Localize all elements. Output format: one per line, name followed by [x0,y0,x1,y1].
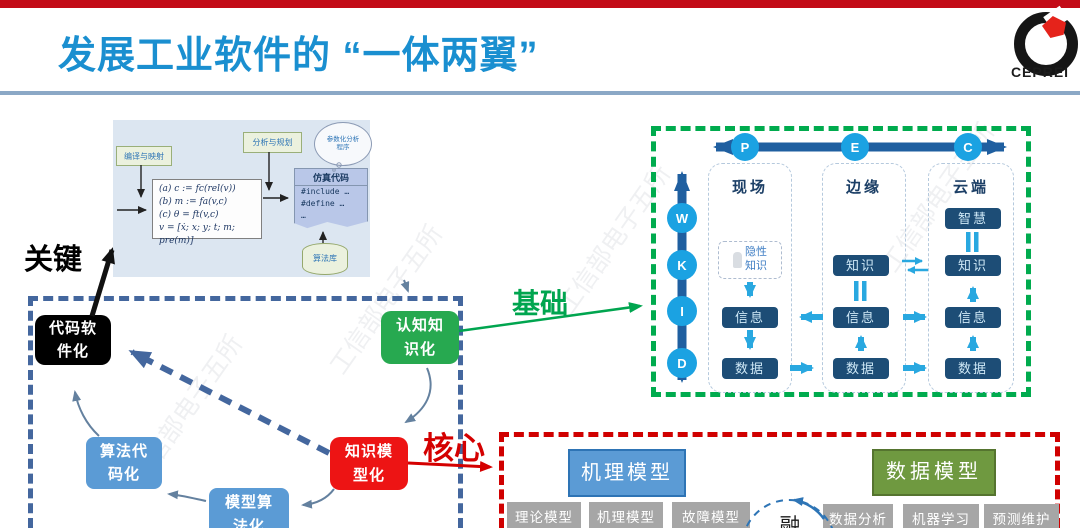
column-title: 边缘 [845,179,882,196]
node-knowledge-modelization: 知识模 型化 [330,437,408,490]
onsite-data-box: 数据 [722,358,778,379]
cepre-logo-cube-icon [1042,16,1066,38]
tacit-knowledge-icon [733,252,742,268]
cloud-info-box: 信息 [945,307,1001,328]
code-line: #define … [301,199,345,208]
theory-model-box: 理论模型 [507,502,581,528]
parametric-program-cloud: 参数化分析 程序 [314,122,372,166]
tacit-line: 知识 [745,260,767,272]
tacit-knowledge-label: 隐性 知识 [745,246,767,274]
mechanism-model-box: 机理模型 [589,502,663,528]
pec-region-dashed-border [651,126,1031,397]
onsite-info-box: 信息 [722,307,778,328]
code-line: … [301,211,306,220]
node-cognition-knowledgization: 认知知 识化 [381,311,459,364]
node-text: 算法代 [99,442,148,460]
algorithm-library-cylinder: 算法库 [302,243,348,275]
software-region-dashed-border [28,296,463,528]
node-text: 型化 [352,466,385,484]
core-label: 核心 [423,431,485,466]
page-title: 发展工业软件的 “一体两翼” [58,35,539,77]
node-text: 件化 [56,343,89,360]
formula-line: (c) θ = ft(v,c) [159,210,219,221]
fusion-label: 融 [779,515,801,528]
edge-knowledge-box: 知识 [833,255,889,276]
data-analysis-box: 数据分析 [823,504,893,528]
column-cloud: 云端 [928,163,1014,393]
fault-model-box: 故障模型 [672,502,750,528]
predictive-maintenance-box: 预测维护 [984,504,1059,528]
simulation-code-document: 仿真代码 #include … #define … … [294,168,368,229]
node-text: 识化 [403,340,436,358]
simulation-code-title: 仿真代码 [295,171,367,186]
tacit-line: 隐性 [745,246,767,259]
cloud-data-box: 数据 [945,358,1001,379]
column-title: 现场 [731,179,768,196]
compile-mapping-box: 编译与映射 [116,146,172,166]
tacit-knowledge-box: 隐性 知识 [718,241,782,279]
node-text: 码化 [107,466,140,483]
foundation-label: 基础 [512,288,569,319]
cloud-wisdom-box: 智慧 [945,208,1001,229]
node-text: 认知知 [395,317,444,335]
key-label: 关键 [24,244,83,276]
node-algorithm-codization: 算法代 码化 [86,437,162,489]
column-onsite: 现场 [708,163,792,393]
node-code-softwarization: 代码软 件化 [35,315,111,365]
cepre-logo-text: CEPREI [1010,64,1070,80]
column-title: 云端 [952,179,989,196]
data-model-header: 数据模型 [872,449,996,496]
cloud-knowledge-box: 知识 [945,255,1001,276]
formula-line: (b) m := fa(v,c) [159,197,228,208]
formula-box: (a) c := fc(rel(v)) (b) m := fa(v,c) (c)… [152,179,262,246]
node-model-algorithmization: 模型算 法化 [209,488,289,528]
analysis-planning-box: 分析与规划 [243,132,302,153]
top-red-bar [0,0,1080,8]
formula-line: v = [ẋ; x; y; t; m; pre(m)] [159,223,235,247]
mechanism-model-header: 机理模型 [568,449,686,497]
node-text: 代码软 [48,319,97,337]
node-text: 知识模 [344,443,393,461]
machine-learning-box: 机器学习 [903,504,979,528]
node-text: 法化 [232,517,265,528]
node-text: 模型算 [224,494,273,512]
cloud-line1: 参数化分析 [326,135,360,143]
model-region-dashed-border [499,432,1060,528]
edge-data-box: 数据 [833,358,889,379]
code-line: #include … [301,187,350,196]
header-divider [0,91,1080,95]
formula-line: (a) c := fc(rel(v)) [159,184,236,194]
column-edge: 边缘 [822,163,906,393]
edge-info-box: 信息 [833,307,889,328]
cloud-line2: 程序 [336,144,350,151]
